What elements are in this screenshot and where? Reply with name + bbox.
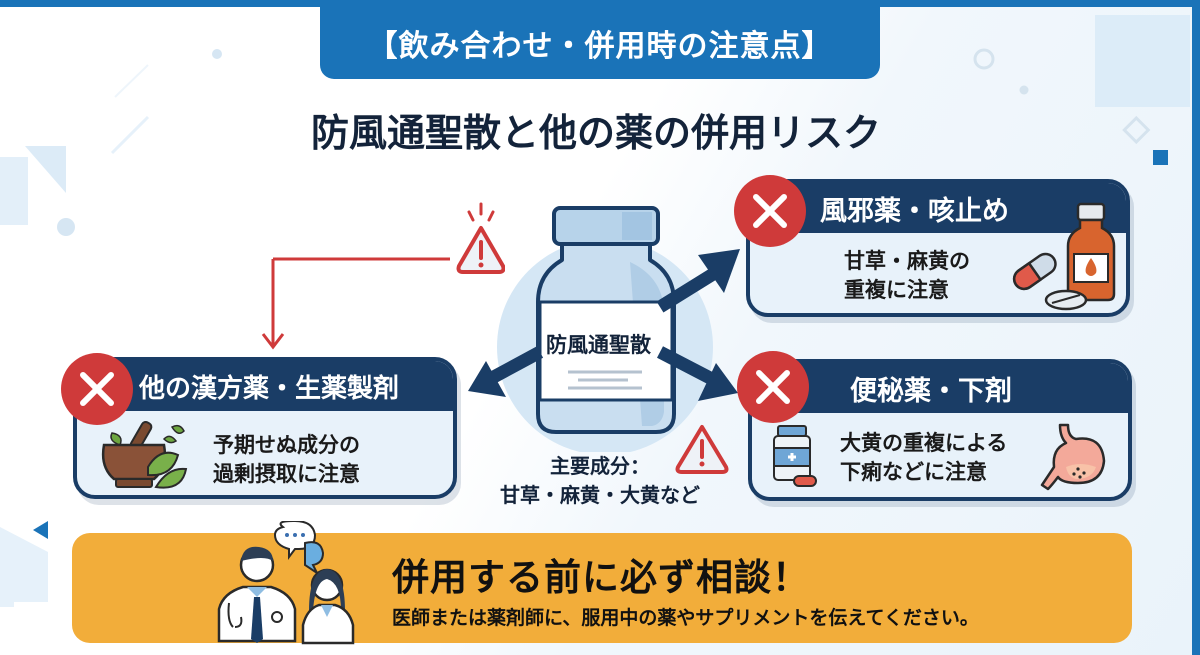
bottle-label: 防風通聖散 [546,333,651,357]
banner-title: 併用する前に必ず相談！ [392,556,810,599]
background-decoration [0,15,1190,607]
ingredients-list: 甘草・麻黄・大黄など [500,483,700,507]
warning-connector [261,257,450,350]
banner-subtitle: 医師または薬剤師に、服用中の薬やサプリメントを伝えてください。 [392,607,979,629]
mortar-herbs-icon [101,420,188,489]
page-title: 防風通聖散と他の薬の併用リスク [310,111,881,155]
x-mark-icon [753,194,787,228]
x-mark-icon [80,372,114,406]
prohibited-icon [734,175,806,247]
header-badge: 【飲み合わせ・併用時の注意点】 [320,7,880,79]
card-cold-medicine: 風邪薬・咳止め 甘草・麻黄の 重複に注意 [746,179,1130,317]
warning-triangle-icon [456,202,505,274]
pill-bottle-icon [773,425,817,487]
main-ingredients: 主要成分： 甘草・麻黄・大黄など [490,452,710,510]
card-title: 風邪薬・咳止め [750,183,1126,233]
medicine-bottle-icon [497,206,713,452]
arrows [468,249,740,401]
card-body-line: 予期せぬ成分の [213,433,360,457]
x-mark-icon [756,370,790,404]
card-title: 他の漢方薬・生薬製剤 [77,361,453,411]
prohibited-icon [737,351,809,423]
card-body-line: 甘草・麻黄の [844,249,970,273]
card-body-line: 重複に注意 [844,278,949,303]
prohibited-icon [61,353,133,425]
warning-triangle-icon [675,425,729,474]
card-body-line: 過剰摂取に注意 [213,462,360,487]
ingredients-label: 主要成分： [550,454,650,478]
doctor-pharmacist-icon [217,521,355,645]
cold-medicine-icon [1012,202,1116,311]
card-body: 予期せぬ成分の 過剰摂取に注意 [213,431,360,490]
card-body-line: 下痢などに注意 [840,460,987,485]
card-body: 甘草・麻黄の 重複に注意 [844,247,970,306]
stomach-icon [1040,423,1106,491]
card-body: 大黄の重複による 下痢などに注意 [840,429,1007,488]
card-title: 便秘薬・下剤 [752,363,1128,413]
card-body-line: 大黄の重複による [840,431,1008,455]
